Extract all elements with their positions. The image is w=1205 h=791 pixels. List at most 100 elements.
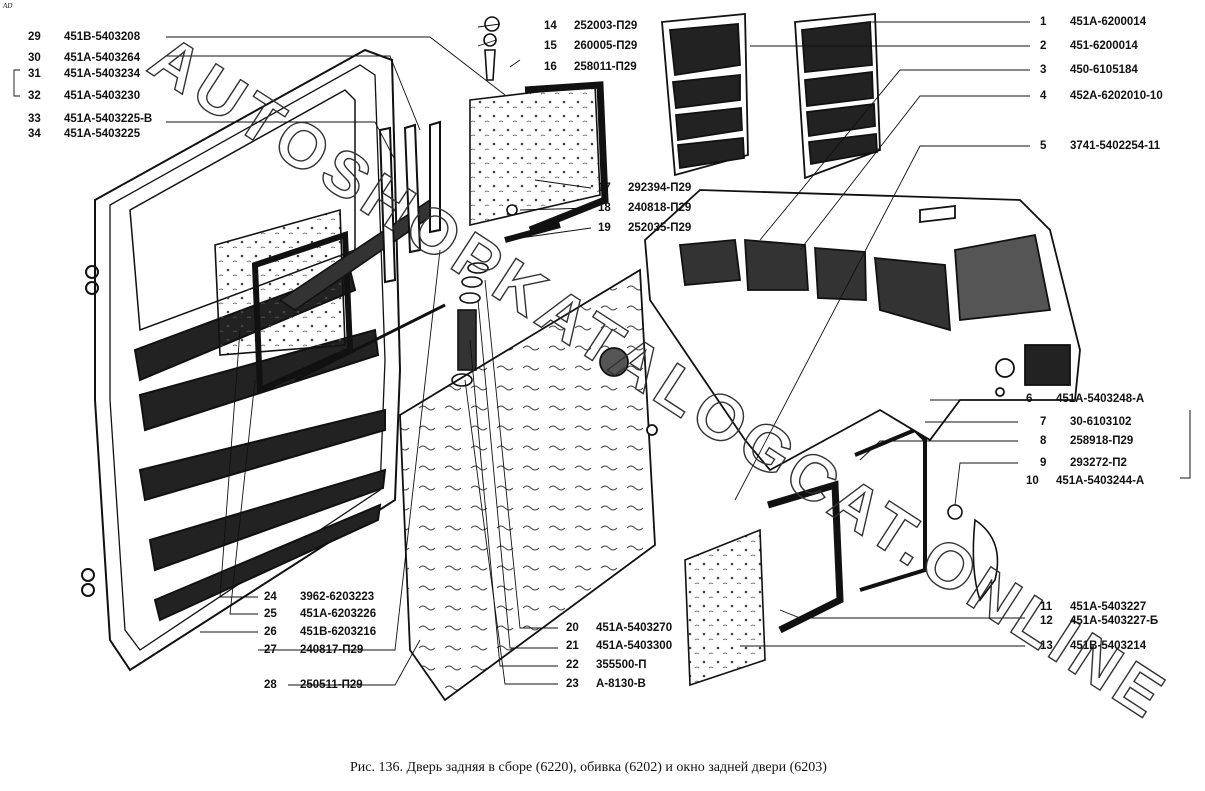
part-number: 32 bbox=[28, 90, 41, 102]
part-code: 451А-5403225-В bbox=[64, 113, 153, 125]
part-number: 28 bbox=[264, 679, 277, 691]
part-number: 4 bbox=[1040, 90, 1047, 102]
part-callout-4: 4 452А-6202010-10 bbox=[1040, 89, 1163, 103]
part-callout-7: 7 30-6103102 bbox=[1040, 415, 1131, 429]
part-callout-16: 16 258011-П29 bbox=[544, 60, 637, 74]
part-callout-27: 27 240817-П29 bbox=[264, 643, 363, 657]
part-code: 451А-5403264 bbox=[64, 52, 141, 64]
part-callout-5: 5 3741-5402254-11 bbox=[1040, 139, 1160, 153]
window-channel-rails bbox=[378, 120, 441, 284]
part-code: 451А-5403300 bbox=[596, 640, 673, 652]
part-callout-23: 23 А-8130-В bbox=[566, 677, 646, 691]
part-number: 1 bbox=[1040, 16, 1047, 28]
part-code: 252035-П29 bbox=[628, 222, 692, 234]
part-callout-30: 30 451А-5403264 bbox=[28, 51, 140, 65]
part-number: 11 bbox=[1040, 601, 1053, 613]
part-number: 20 bbox=[566, 622, 579, 634]
part-number: 33 bbox=[28, 113, 41, 125]
part-number: 27 bbox=[264, 644, 277, 656]
part-callout-21: 21 451А-5403300 bbox=[566, 639, 672, 653]
part-callout-17: 17 292394-П29 bbox=[598, 181, 691, 195]
part-code: 451А-5403248-А bbox=[1056, 393, 1145, 405]
part-code: 451В-5403208 bbox=[64, 31, 141, 43]
part-number: 16 bbox=[544, 61, 557, 73]
part-callout-29: 29 451В-5403208 bbox=[28, 30, 140, 44]
part-number: 15 bbox=[544, 40, 557, 52]
leader-lines bbox=[13, 21, 1191, 686]
part-number: 2 bbox=[1040, 40, 1047, 52]
part-code: 451-6200014 bbox=[1070, 40, 1138, 52]
part-number: 21 bbox=[566, 640, 579, 652]
part-code: 451В-6203216 bbox=[300, 626, 377, 638]
door-window-glass bbox=[214, 198, 446, 395]
part-number: 31 bbox=[28, 68, 41, 80]
part-callout-22: 22 355500-П bbox=[566, 658, 646, 672]
part-callout-24: 24 3962-6203223 bbox=[264, 590, 374, 604]
part-number: 9 bbox=[1040, 457, 1047, 469]
part-callout-20: 20 451А-5403270 bbox=[566, 621, 672, 635]
part-number: 22 bbox=[566, 659, 579, 671]
van-body bbox=[644, 189, 1081, 472]
corner-mark: AD bbox=[3, 2, 13, 10]
part-callout-11: 11 451А-5403227 bbox=[1040, 600, 1146, 614]
part-code: 30-6103102 bbox=[1070, 416, 1132, 428]
part-callout-10: 10 451А-5403244-А bbox=[1026, 474, 1144, 488]
part-callout-31: 31 451А-5403234 bbox=[28, 67, 140, 81]
part-number: 30 bbox=[28, 52, 41, 64]
part-code: 3962-6203223 bbox=[300, 591, 375, 603]
part-number: 3 bbox=[1040, 64, 1047, 76]
part-code: 451А-5403270 bbox=[596, 622, 673, 634]
part-code: 355500-П bbox=[596, 659, 647, 671]
part-number: 7 bbox=[1040, 416, 1047, 428]
part-number: 8 bbox=[1040, 435, 1047, 447]
part-code: 451А-5403230 bbox=[64, 90, 141, 102]
part-code: 258011-П29 bbox=[574, 61, 637, 73]
part-number: 12 bbox=[1040, 615, 1053, 627]
side-window-glass bbox=[684, 427, 999, 687]
part-code: 451А-5403227 bbox=[1070, 601, 1147, 613]
part-callout-34: 34 451А-5403225 bbox=[28, 127, 140, 141]
part-number: 14 bbox=[544, 20, 557, 32]
part-number: 13 bbox=[1040, 640, 1053, 652]
part-code: 450-6105184 bbox=[1070, 64, 1138, 76]
part-number: 5 bbox=[1040, 140, 1047, 152]
part-callout-25: 25 451А-6203226 bbox=[264, 607, 376, 621]
part-callout-2: 2 451-6200014 bbox=[1040, 39, 1138, 53]
part-code: 260005-П29 bbox=[574, 40, 638, 52]
part-number: 24 bbox=[264, 591, 277, 603]
part-callout-3: 3 450-6105184 bbox=[1040, 63, 1138, 77]
part-number: 25 bbox=[264, 608, 277, 620]
part-callout-32: 32 451А-5403230 bbox=[28, 89, 140, 103]
part-code: 452А-6202010-10 bbox=[1070, 90, 1163, 102]
part-callout-19: 19 252035-П29 bbox=[598, 221, 691, 235]
part-number: 34 bbox=[28, 128, 41, 140]
part-number: 17 bbox=[598, 182, 611, 194]
part-code: 451А-5403244-А bbox=[1056, 475, 1145, 487]
part-code: 451А-6203226 bbox=[300, 608, 377, 620]
part-code: А-8130-В bbox=[596, 678, 646, 690]
part-number: 10 bbox=[1026, 475, 1039, 487]
part-code: 240817-П29 bbox=[300, 644, 364, 656]
part-code: 240818-П29 bbox=[628, 202, 692, 214]
part-number: 19 bbox=[598, 222, 611, 234]
part-callout-33: 33 451А-5403225-В bbox=[28, 112, 152, 126]
upper-vent-window bbox=[469, 16, 609, 243]
part-code: 258918-П29 bbox=[1070, 435, 1134, 447]
part-code: 451А-5403234 bbox=[64, 68, 141, 80]
part-number: 18 bbox=[598, 202, 611, 214]
door-trim-panel bbox=[399, 268, 658, 702]
rear-door-assembly bbox=[81, 48, 402, 672]
part-code: 451В-5403214 bbox=[1070, 640, 1147, 652]
part-code: 3741-5402254-11 bbox=[1070, 140, 1161, 152]
part-code: 451А-5403225 bbox=[64, 128, 141, 140]
part-number: 23 bbox=[566, 678, 579, 690]
part-number: 29 bbox=[28, 31, 41, 43]
part-code: 292394-П29 bbox=[628, 182, 692, 194]
